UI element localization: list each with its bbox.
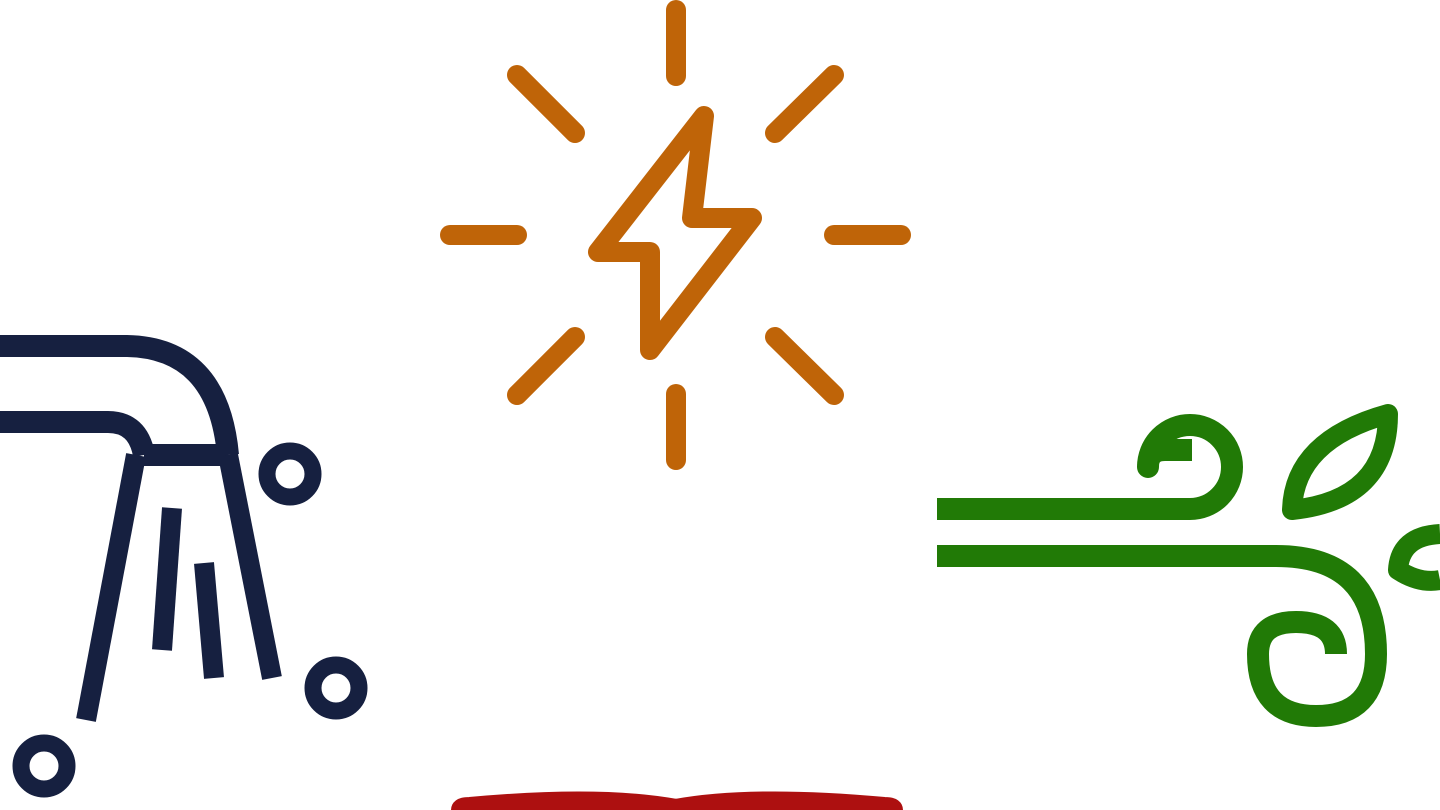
sun-rays [440,0,911,470]
hydro-water-icon [0,335,368,798]
pipe-bottom [0,411,155,458]
pipe-top [0,335,239,457]
red-curve-right [665,791,903,810]
water-stream-2 [194,562,224,679]
leaf-large [1282,404,1398,520]
lightning-bolt [588,106,762,360]
water-left [76,453,146,722]
water-drop-2 [304,656,368,720]
leaf-small [1388,524,1440,591]
wind-line-upper [937,414,1243,520]
water-drop-3 [12,734,76,798]
water-stream-1 [152,507,182,651]
red-curve-left [451,791,687,810]
red-partial-icon [451,791,903,810]
water-right [218,453,282,680]
solar-energy-icon [440,0,911,470]
wind-leaf-icon [937,404,1440,727]
wind-line-lower [937,545,1387,727]
water-drop-1 [258,442,322,506]
